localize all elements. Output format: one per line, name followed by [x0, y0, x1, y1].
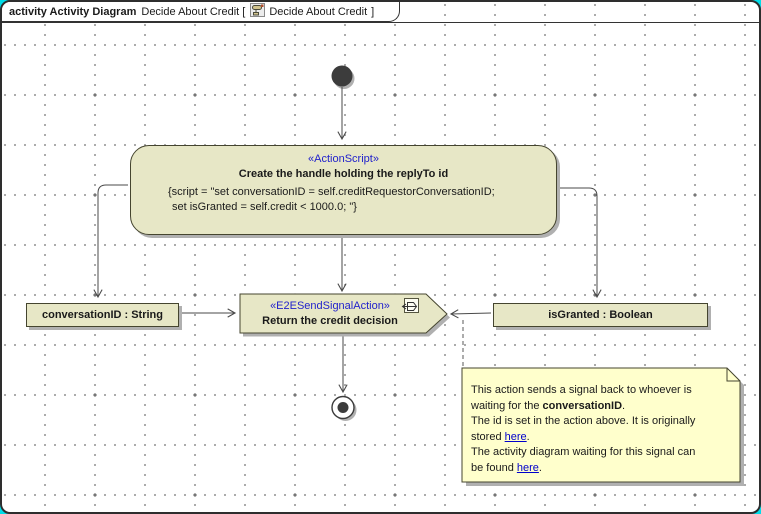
- edge-isgranted-to-signal[interactable]: [449, 309, 492, 319]
- note-line-1: This action sends a signal back to whoev…: [471, 384, 692, 396]
- action-name: Create the handle holding the replyTo id: [238, 168, 449, 180]
- send-signal-action[interactable]: [239, 293, 448, 334]
- final-node[interactable]: [331, 395, 355, 420]
- note-line-4: stored here.: [471, 430, 530, 443]
- send-signal-shadow: [243, 297, 450, 337]
- note-line-5: The activity diagram waiting for this si…: [471, 446, 696, 459]
- note-line-6: be found here.: [471, 461, 542, 474]
- object-node-isgranted-label: isGranted : Boolean: [548, 309, 653, 321]
- action-stereotype: «ActionScript»: [308, 153, 379, 165]
- send-signal-labels: «E2ESendSignalAction» Return the credit …: [242, 299, 418, 329]
- header-separator: [2, 22, 759, 23]
- diagram-header-tab[interactable]: activity Activity Diagram Decide About C…: [2, 2, 400, 22]
- edge-action-to-conversationid[interactable]: [93, 184, 128, 299]
- note-fold-corner: [726, 368, 740, 382]
- action-script-body: {script = "set conversationID = self.cre…: [131, 185, 556, 215]
- script-line-2: set isGranted = self.credit < 1000.0; "}: [172, 201, 357, 213]
- diagram-ref-label: Decide About Credit: [269, 5, 368, 18]
- object-node-conversationid-label: conversationID : String: [41, 309, 164, 321]
- diagram-bracket-close: ]: [371, 5, 375, 18]
- note-line-3: The id is set in the action above. It is…: [471, 415, 696, 428]
- action-create-handle[interactable]: «ActionScript» Create the handle holding…: [130, 145, 557, 235]
- diagram-name-label: Decide About Credit [: [141, 5, 246, 18]
- object-node-conversationid[interactable]: conversationID : String: [26, 303, 179, 327]
- signal-link-icon[interactable]: [401, 298, 419, 313]
- object-node-isgranted[interactable]: isGranted : Boolean: [493, 303, 708, 327]
- activity-diagram-icon: [250, 3, 266, 20]
- script-line-1: {script = "set conversationID = self.cre…: [168, 186, 495, 198]
- found-here-link[interactable]: here: [516, 461, 539, 474]
- initial-node[interactable]: [331, 65, 353, 87]
- stored-here-link[interactable]: here: [504, 430, 527, 443]
- note-line-2: waiting for the conversationID.: [471, 399, 626, 412]
- signal-stereotype: «E2ESendSignalAction»: [270, 300, 390, 312]
- note-conversationid-bold: conversationID: [542, 399, 623, 412]
- note-text: This action sends a signal back to whoev…: [471, 383, 737, 477]
- final-node-dot: [337, 402, 349, 413]
- signal-name: Return the credit decision: [262, 315, 398, 327]
- edge-action-to-isgranted[interactable]: [555, 187, 602, 299]
- diagram-kind-label: activity Activity Diagram: [9, 5, 137, 18]
- initial-node-shadow: [333, 68, 355, 89]
- final-node-shadow: [334, 399, 357, 421]
